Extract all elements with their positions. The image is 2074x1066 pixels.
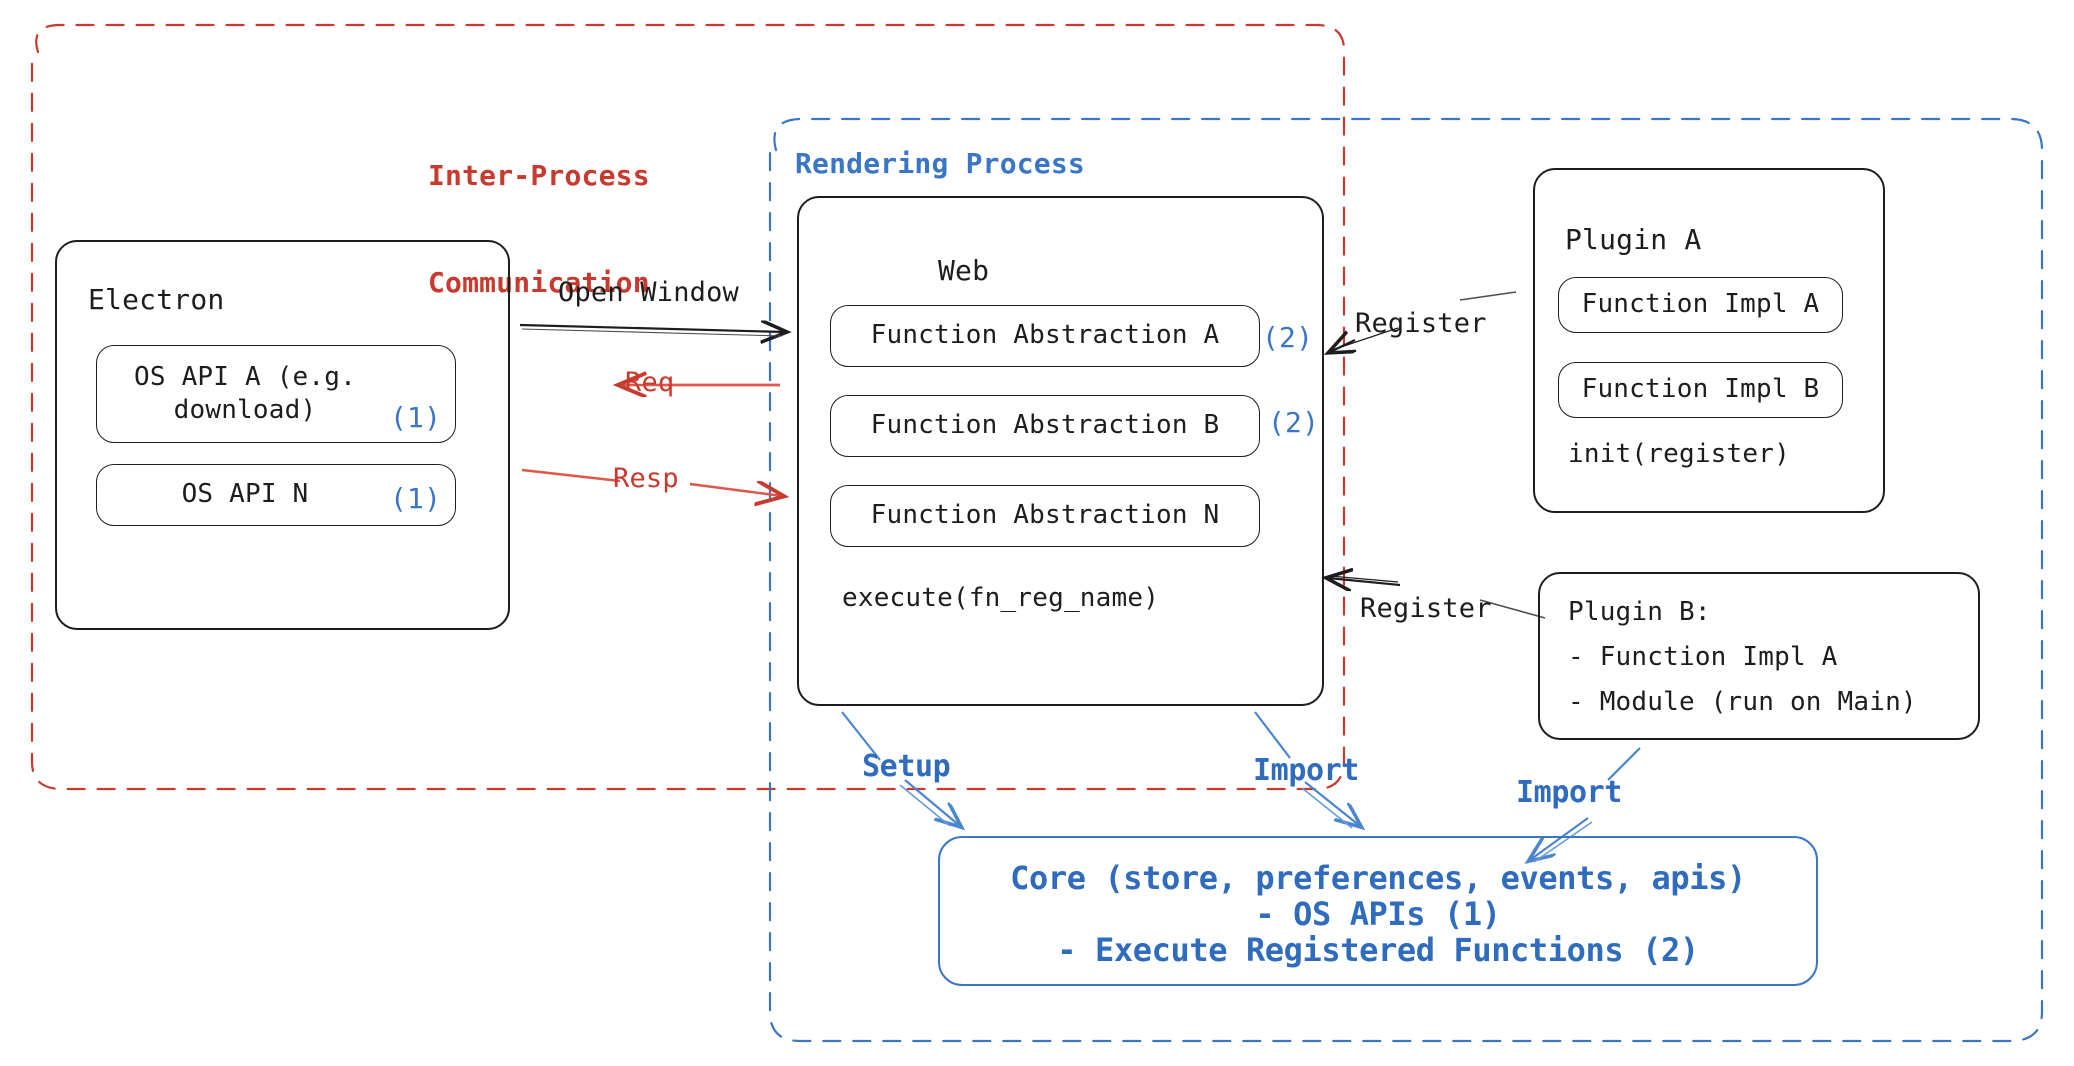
- os-api-a-box[interactable]: [96, 345, 456, 443]
- plugin-a-function-impl-b-label: Function Impl B: [1581, 374, 1820, 405]
- web-title: Web: [938, 254, 990, 287]
- function-abstraction-b-label: Function Abstraction B: [870, 410, 1220, 441]
- os-api-a-marker: (1): [390, 401, 442, 434]
- function-abstraction-b-marker: (2): [1268, 406, 1320, 439]
- plugin-a-title: Plugin A: [1565, 223, 1702, 256]
- core-line-2: - OS APIs (1): [1255, 895, 1501, 933]
- plugin-b-box[interactable]: [1538, 572, 1980, 740]
- function-abstraction-b-box[interactable]: [830, 395, 1260, 457]
- rendering-group-label: Rendering Process: [795, 147, 1085, 180]
- function-abstraction-n-label: Function Abstraction N: [870, 500, 1220, 531]
- import-plugin-b-label: Import: [1516, 775, 1622, 810]
- plugin-a-box[interactable]: [1533, 168, 1885, 513]
- plugin-a-function-impl-a-label: Function Impl A: [1581, 289, 1820, 320]
- req-label: Req: [625, 367, 675, 398]
- register-bottom-label: Register: [1360, 593, 1492, 624]
- function-abstraction-a-label: Function Abstraction A: [870, 320, 1220, 351]
- web-box[interactable]: [797, 196, 1324, 706]
- function-abstraction-a-marker: (2): [1262, 321, 1314, 354]
- setup-label: Setup: [862, 749, 951, 784]
- plugin-a-function-impl-a-box[interactable]: [1558, 277, 1843, 333]
- open-window-label: Open Window: [558, 277, 740, 308]
- core-box[interactable]: [938, 836, 1818, 986]
- plugin-b-title: Plugin B:: [1568, 597, 1711, 627]
- core-line-1: Core (store, preferences, events, apis): [1010, 859, 1746, 897]
- ipc-group-label-line1: Inter-Process: [428, 158, 650, 192]
- plugin-b-item-1: - Module (run on Main): [1568, 687, 1917, 717]
- electron-box[interactable]: [55, 240, 510, 630]
- ipc-group-label-line2: Communication: [428, 266, 650, 300]
- function-abstraction-a-box[interactable]: [830, 305, 1260, 367]
- os-api-n-label: OS API N: [181, 479, 309, 510]
- core-line-3: - Execute Registered Functions (2): [1057, 931, 1699, 969]
- plugin-b-item-0: - Function Impl A: [1568, 642, 1838, 672]
- web-footer: execute(fn_reg_name): [842, 583, 1160, 613]
- plugin-a-function-impl-b-box[interactable]: [1558, 362, 1843, 418]
- os-api-a-label: OS API A (e.g. download): [134, 361, 356, 425]
- os-api-n-marker: (1): [390, 482, 442, 515]
- ipc-group-label: Inter-Process Communication: [428, 86, 728, 373]
- electron-title: Electron: [88, 283, 225, 316]
- function-abstraction-n-box[interactable]: [830, 485, 1260, 547]
- plugin-a-footer: init(register): [1568, 439, 1790, 469]
- resp-label: Resp: [613, 463, 679, 494]
- register-top-label: Register: [1355, 308, 1487, 339]
- import-web-label: Import: [1253, 753, 1359, 788]
- os-api-n-box[interactable]: [96, 464, 456, 526]
